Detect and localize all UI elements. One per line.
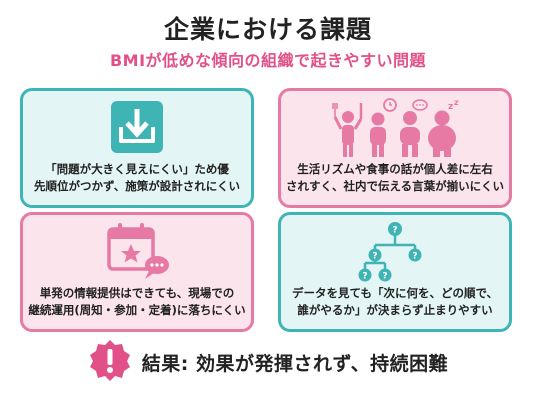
- exclamation-badge-icon: [88, 338, 132, 386]
- svg-text:?: ?: [362, 272, 367, 282]
- svg-text:z: z: [448, 102, 453, 112]
- svg-text:z: z: [454, 98, 459, 107]
- page-subtitle: BMIが低めな傾向の組織で起きやすい問題: [109, 51, 427, 70]
- issue-card-text: データを見ても「次に何を、どの順で、 誰がやるか」が決まらず止まりやすい: [292, 286, 498, 317]
- svg-text:?: ?: [382, 272, 387, 282]
- issue-card-text: 単発の情報提供はできても、現場での 継続運用(周知・参加・定着)に落ちにくい: [28, 286, 246, 317]
- issue-card-lifestyle: z z 生活リズムや食事の話が個人差に左右 されすく、社内で伝える言葉が揃いにく…: [278, 88, 512, 208]
- decision-tree-icon: ? ? ? ? ?: [281, 221, 509, 283]
- result-text: 結果: 効果が発揮されず、持続困難: [141, 352, 449, 375]
- svg-text:?: ?: [412, 252, 417, 262]
- people-lifestyle-icon: z z: [281, 97, 509, 159]
- download-tray-icon: [23, 97, 251, 159]
- calendar-chat-icon: [23, 221, 251, 283]
- issue-card-text: 生活リズムや食事の話が個人差に左右 されすく、社内で伝える言葉が揃いにくい: [286, 162, 504, 193]
- svg-text:?: ?: [392, 226, 397, 236]
- result-banner: 結果: 効果が発揮されず、持続困難: [0, 340, 536, 384]
- page-title: 企業における課題: [163, 15, 372, 44]
- svg-text:?: ?: [372, 252, 377, 262]
- issue-card-priority: 「問題が大きく見えにくい」ため優 先順位がつかず、施策が設計されにくい: [20, 88, 254, 208]
- issue-card-continuity: 単発の情報提供はできても、現場での 継続運用(周知・参加・定着)に落ちにくい: [20, 212, 254, 332]
- issue-card-text: 「問題が大きく見えにくい」ため優 先順位がつかず、施策が設計されにくい: [34, 162, 240, 193]
- issue-card-decision: ? ? ? ? ? データを見ても「次に何を、どの順で、 誰がやるか」が決まらず…: [278, 212, 512, 332]
